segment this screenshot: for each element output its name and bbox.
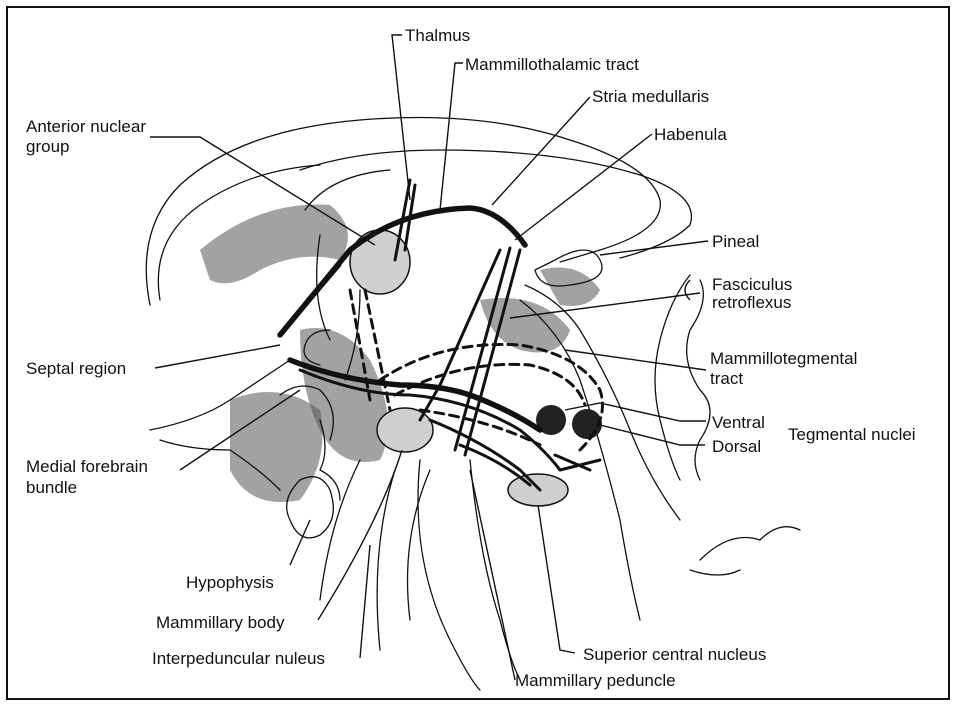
label-mammillary-body: Mammillary body bbox=[156, 613, 285, 632]
label-anterior-nuclear-1: Anterior nuclear bbox=[26, 117, 146, 136]
label-mammillary-peduncle: Mammillary peduncle bbox=[515, 671, 676, 690]
label-fasciculus-2: retroflexus bbox=[712, 293, 791, 312]
label-hypophysis: Hypophysis bbox=[186, 573, 274, 592]
label-ventral: Ventral bbox=[712, 413, 765, 432]
label-medial-forebrain-2: bundle bbox=[26, 478, 77, 497]
label-tegmental-nuclei: Tegmental nuclei bbox=[788, 425, 916, 444]
labels: Thalmus Mammillothalamic tract Stria med… bbox=[26, 26, 916, 690]
label-habenula: Habenula bbox=[654, 125, 727, 144]
label-septal-region: Septal region bbox=[26, 359, 126, 378]
label-pineal: Pineal bbox=[712, 232, 759, 251]
label-mammillotegmental-2: tract bbox=[710, 369, 743, 388]
label-mammillotegmental-1: Mammillotegmental bbox=[710, 349, 857, 368]
label-medial-forebrain-1: Medial forebrain bbox=[26, 457, 148, 476]
anterior-nucleus-shape bbox=[350, 230, 410, 294]
label-dorsal: Dorsal bbox=[712, 437, 761, 456]
label-stria-medullaris: Stria medullaris bbox=[592, 87, 709, 106]
label-anterior-nuclear-2: group bbox=[26, 137, 69, 156]
label-mammillothalamic-tract: Mammillothalamic tract bbox=[465, 55, 639, 74]
label-interpeduncular-nucleus: Interpeduncular nuleus bbox=[152, 649, 325, 668]
label-superior-central-nucleus: Superior central nucleus bbox=[583, 645, 766, 664]
label-thalmus: Thalmus bbox=[405, 26, 470, 45]
label-fasciculus-1: Fasciculus bbox=[712, 275, 792, 294]
